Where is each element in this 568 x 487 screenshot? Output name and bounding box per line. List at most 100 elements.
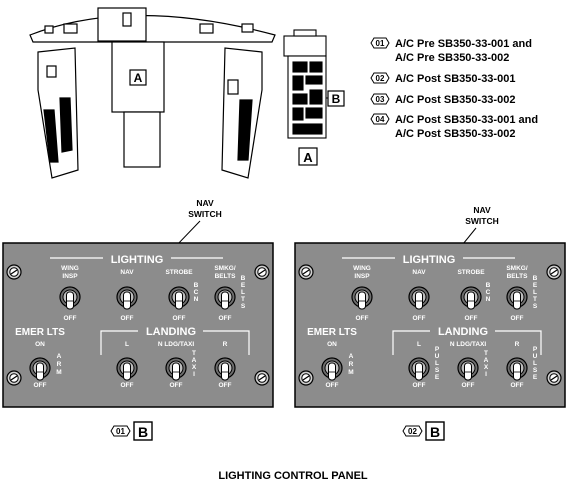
emer-lts-switch[interactable] [321, 357, 343, 381]
landing-taxi-letter-2: X [484, 364, 489, 371]
svg-text:04: 04 [376, 115, 385, 124]
belts-letter-4: S [241, 303, 246, 310]
callout-nav-line2-left: SWITCH [188, 209, 222, 219]
panel-header-lighting: LIGHTING [111, 254, 164, 266]
landing-l-switch[interactable] [408, 357, 430, 381]
smkg-label-2: BELTS [215, 273, 236, 280]
wing-insp-label-2: INSP [354, 273, 370, 280]
nav-label: NAV [412, 269, 426, 276]
wing-insp-switch[interactable] [59, 286, 81, 310]
belts-letter-0: B [241, 275, 246, 282]
emer-on: ON [327, 341, 337, 348]
landing-taxi-letter-1: A [192, 357, 197, 364]
smkg-label-1: SMKG/ [506, 265, 528, 272]
landing-taxi-letter-1: A [484, 357, 489, 364]
smkg-belts-switch[interactable] [506, 286, 528, 310]
smkg-belts-switch[interactable] [214, 286, 236, 310]
view-a-label-b-box [327, 90, 345, 107]
landing-n-switch[interactable] [457, 357, 479, 381]
smkg-off: OFF [219, 315, 232, 322]
svg-text:02: 02 [376, 74, 385, 83]
belts-letter-2: L [533, 289, 537, 296]
glareshield [29, 14, 276, 43]
svg-text:A/C Post SB350-33-001 and: A/C Post SB350-33-001 and [395, 114, 538, 126]
landing-taxi-letter-0: T [192, 350, 196, 357]
svg-text:A/C Post SB350-33-002: A/C Post SB350-33-002 [395, 94, 515, 106]
landing-r-label: R [223, 341, 228, 348]
belts-letter-3: T [533, 296, 537, 303]
belts-letter-1: E [533, 282, 538, 289]
strobe-off: OFF [173, 315, 186, 322]
lighting-panel-02: LIGHTINGWINGINSPOFFNAVOFFSTROBEOFFBCNSMK… [294, 242, 566, 408]
overview-label-a-box [129, 69, 147, 86]
strobe-off: OFF [465, 315, 478, 322]
legend-item-01: 01 A/C Pre SB350-33-001 and A/C Pre SB35… [370, 37, 532, 64]
emer-off: OFF [34, 382, 47, 389]
emer-arm-letter-1: R [57, 361, 62, 368]
belts-letter-0: B [533, 275, 538, 282]
landing-r-pulse-letter-2: L [533, 360, 537, 367]
landing-r-off: OFF [511, 382, 524, 389]
panel-header-lighting: LIGHTING [403, 254, 456, 266]
strobe-switch[interactable] [168, 286, 190, 310]
view-a-title-box [298, 147, 318, 166]
emer-on: ON [35, 341, 45, 348]
landing-r-switch[interactable] [506, 357, 528, 381]
landing-l-pulse-letter-0: P [435, 346, 440, 353]
svg-text:A/C Pre SB350-33-001 and: A/C Pre SB350-33-001 and [395, 38, 532, 50]
wing-insp-label-1: WING [353, 265, 371, 272]
strobe-bcn-letter-1: C [486, 289, 491, 296]
wing-insp-off: OFF [356, 315, 369, 322]
landing-n-off: OFF [462, 382, 475, 389]
landing-r-pulse-letter-1: U [533, 353, 538, 360]
svg-text:A/C Pre SB350-33-002: A/C Pre SB350-33-002 [395, 52, 509, 64]
nav-label: NAV [120, 269, 134, 276]
nav-switch[interactable] [408, 286, 430, 310]
landing-l-pulse-letter-4: E [435, 374, 440, 381]
legend: 01 A/C Pre SB350-33-001 and A/C Pre SB35… [370, 37, 538, 140]
belts-letter-1: E [241, 282, 246, 289]
wing-insp-switch[interactable] [351, 286, 373, 310]
svg-text:A/C Post SB350-33-001: A/C Post SB350-33-001 [395, 73, 515, 85]
lighting-panel-01: LIGHTINGWINGINSPOFFNAVOFFSTROBEOFFBCNSMK… [2, 242, 274, 408]
svg-text:01: 01 [376, 39, 385, 48]
legend-item-04: 04 A/C Post SB350-33-001 and A/C Post SB… [370, 113, 538, 140]
callout-nav-line2-right: SWITCH [465, 216, 499, 226]
cockpit-overview [29, 7, 276, 179]
lighting-panels: LIGHTINGWINGINSPOFFNAVOFFSTROBEOFFBCNSMK… [2, 242, 566, 441]
view-a-title: A [303, 150, 313, 165]
emer-off: OFF [326, 382, 339, 389]
landing-l-off: OFF [121, 382, 134, 389]
strobe-bcn-letter-2: N [486, 296, 491, 303]
wing-insp-label-2: INSP [62, 273, 78, 280]
strobe-bcn-letter-1: C [194, 289, 199, 296]
landing-taxi-letter-3: I [193, 371, 195, 378]
svg-text:A/C Post SB350-33-002: A/C Post SB350-33-002 [395, 128, 515, 140]
panel-tag: 01 [116, 427, 125, 436]
overview-label-a: A [134, 71, 143, 85]
landing-n-label: N LDG/TAXI [158, 341, 195, 348]
emer-lts-switch[interactable] [29, 357, 51, 381]
emer-lts-header: EMER LTS [307, 327, 357, 338]
strobe-bcn-letter-0: B [194, 282, 199, 289]
landing-n-switch[interactable] [165, 357, 187, 381]
landing-taxi-letter-0: T [484, 350, 488, 357]
panel-tag: 02 [408, 427, 417, 436]
landing-l-pulse-letter-2: L [435, 360, 439, 367]
legend-item-03: 03 A/C Post SB350-33-002 [370, 93, 515, 106]
view-a-panel-drawing [283, 29, 327, 139]
strobe-bcn-letter-2: N [194, 296, 199, 303]
belts-letter-4: S [533, 303, 538, 310]
landing-taxi-letter-3: I [485, 371, 487, 378]
landing-r-switch[interactable] [214, 357, 236, 381]
landing-l-switch[interactable] [116, 357, 138, 381]
landing-l-pulse-letter-3: S [435, 367, 440, 374]
landing-l-pulse-letter-1: U [435, 353, 440, 360]
emer-arm-letter-2: M [56, 369, 61, 376]
nav-switch[interactable] [116, 286, 138, 310]
view-a-label-b: B [332, 92, 341, 106]
smkg-label-2: BELTS [507, 273, 528, 280]
strobe-switch[interactable] [460, 286, 482, 310]
